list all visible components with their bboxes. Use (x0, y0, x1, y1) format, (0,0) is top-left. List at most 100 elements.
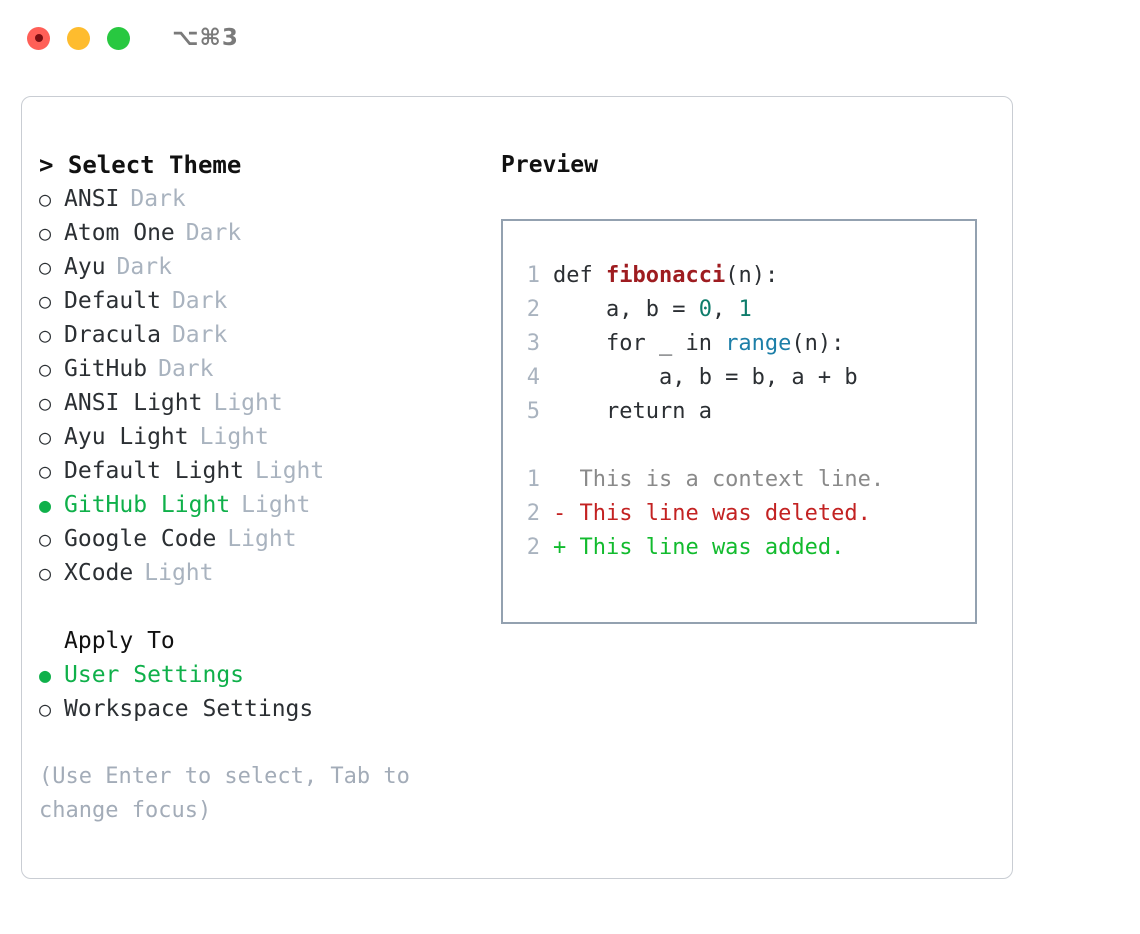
radio-unselected-icon: ○ (39, 527, 52, 551)
radio-unselected-icon: ○ (39, 425, 52, 449)
line-number: 2 (526, 501, 540, 526)
theme-name: Default (64, 288, 161, 314)
code-token-plain: a, b = (553, 297, 699, 322)
code-token-num: 0 (698, 297, 712, 322)
theme-name: Ayu Light (64, 424, 189, 450)
line-number: 2 (526, 535, 540, 560)
code-line: 3 for _ in range(n): (512, 327, 975, 361)
theme-name: Default Light (64, 458, 245, 484)
diff-block: 1 This is a context line. 2 - This line wa… (512, 463, 975, 565)
apply-to-list: ●User Settings ○ Workspace Settings (39, 658, 479, 726)
radio-unselected-icon: ○ (39, 561, 52, 585)
code-token-num: 1 (738, 297, 752, 322)
theme-list-header: > Select Theme (39, 151, 242, 179)
minimize-button[interactable] (67, 26, 90, 50)
theme-list-item[interactable]: ○ Default Light Light (39, 454, 479, 488)
code-token-fn: fibonacci (605, 263, 726, 288)
theme-variant-badge: Light (227, 526, 297, 552)
theme-name: GitHub (64, 356, 148, 382)
theme-variant-badge: Light (144, 560, 214, 586)
radio-unselected-icon: ○ (39, 697, 52, 721)
radio-selected-icon: ● (39, 663, 52, 687)
theme-list-item[interactable]: ○ GitHub Dark (39, 352, 479, 386)
preview-title: Preview (501, 152, 598, 178)
code-text: def fibonacci(n): (553, 259, 778, 293)
code-token-plain: a, b = b, a + b (553, 365, 858, 390)
code-token-plain: (n): (791, 331, 845, 356)
radio-unselected-icon: ○ (39, 255, 52, 279)
theme-name: ANSI (64, 186, 120, 212)
radio-unselected-icon: ○ (39, 357, 52, 381)
radio-unselected-icon: ○ (39, 391, 52, 415)
line-number: 4 (526, 365, 540, 390)
code-line: 5 return a (512, 395, 975, 429)
theme-variant-badge: Dark (171, 288, 228, 314)
theme-variant-badge: Dark (185, 220, 242, 246)
radio-unselected-icon: ○ (39, 323, 52, 347)
radio-unselected-icon: ○ (39, 289, 52, 313)
diff-line: 1 This is a context line. (512, 463, 975, 497)
code-text: a, b = 0, 1 (553, 293, 752, 327)
line-number: 5 (526, 399, 540, 424)
code-token-call: range (725, 331, 792, 356)
diff-text-ctx: This is a context line. (553, 467, 885, 492)
theme-variant-badge: Light (241, 492, 311, 518)
code-token-plain: for _ in (553, 331, 726, 356)
window-controls (27, 26, 130, 50)
line-number: 2 (526, 297, 540, 322)
diff-line: 2 + This line was added. (512, 531, 975, 565)
code-text: return a (553, 395, 712, 429)
spacer (512, 429, 975, 463)
theme-variant-badge: Dark (171, 322, 228, 348)
code-token-plain: , (711, 297, 739, 322)
theme-name: Atom One (64, 220, 175, 246)
radio-unselected-icon: ○ (39, 221, 52, 245)
theme-variant-badge: Dark (158, 356, 214, 382)
maximize-button[interactable] (107, 26, 130, 50)
keyboard-hint: (Use Enter to select, Tab to change focu… (39, 764, 424, 823)
apply-to-header: Apply To (64, 628, 175, 654)
spacer (39, 590, 479, 624)
close-button[interactable] (27, 26, 50, 50)
line-number: 1 (526, 467, 540, 492)
theme-list-item[interactable]: ○ Atom One Dark (39, 216, 479, 250)
line-number: 1 (526, 263, 540, 288)
theme-name: XCode (64, 560, 134, 586)
apply-to-item[interactable]: ●User Settings (39, 658, 479, 692)
keyboard-shortcut-label: ⌥⌘3 (172, 25, 239, 51)
code-token-plain: (n): (725, 263, 779, 288)
radio-unselected-icon: ○ (39, 459, 52, 483)
title-bar: ⌥⌘3 (0, 0, 1140, 76)
diff-text-del: - This line was deleted. (553, 501, 871, 526)
code-text: for _ in range(n): (553, 327, 844, 361)
apply-to-label: Workspace Settings (64, 696, 314, 722)
line-number: 3 (526, 331, 540, 356)
code-line: 2 a, b = 0, 1 (512, 293, 975, 327)
theme-variant-badge: Light (255, 458, 325, 484)
theme-variant-badge: Light (213, 390, 283, 416)
code-token-plain: return a (553, 399, 712, 424)
diff-text-add: + This line was added. (553, 535, 845, 560)
theme-variant-badge: Dark (116, 254, 172, 280)
theme-list-item[interactable]: ○ Default Dark (39, 284, 479, 318)
theme-list-item[interactable]: ○ XCode Light (39, 556, 479, 590)
apply-to-item[interactable]: ○ Workspace Settings (39, 692, 479, 726)
code-text: a, b = b, a + b (553, 361, 858, 395)
theme-name: Google Code (64, 526, 217, 552)
radio-selected-icon: ● (39, 493, 52, 517)
theme-list-item[interactable]: ○ Google Code Light (39, 522, 479, 556)
code-line: 4 a, b = b, a + b (512, 361, 975, 395)
